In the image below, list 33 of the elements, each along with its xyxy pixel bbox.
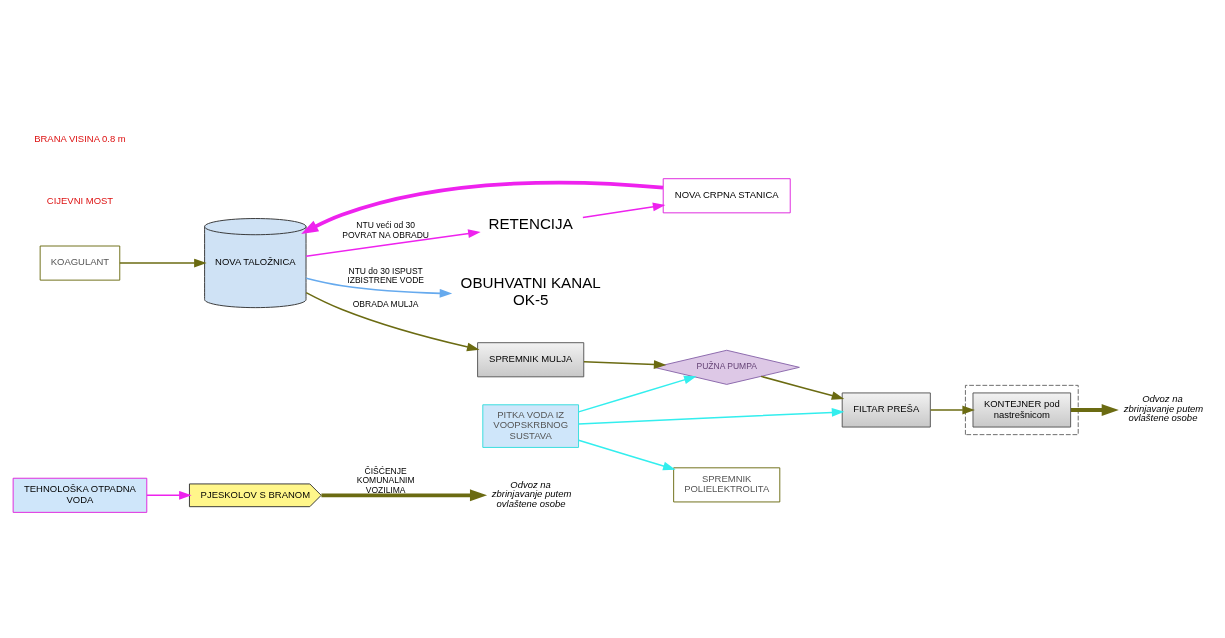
node-box: KONTEJNER pod nastrešnicom (972, 392, 1072, 428)
edge-label: NTU do 30 ISPUST IZBISTRENE VODE (347, 265, 424, 286)
arrow (577, 375, 697, 413)
node-text: RETENCIJA (488, 214, 573, 232)
arrow (146, 490, 192, 500)
node-box: SPREMNIK MULJA (477, 342, 585, 378)
arrow (321, 489, 488, 502)
node-box: KOAGULANT (39, 245, 121, 281)
arrow (583, 360, 667, 369)
edge-label: OBRADA MULJA (352, 298, 419, 309)
node-box: NOVA CRPNA STANICA (662, 178, 791, 214)
arrow (577, 439, 676, 471)
node-box: TEHNOLOŠKA OTPADNA VODA (12, 477, 148, 513)
node-box: FILTAR PREŠA (841, 392, 931, 428)
arrow (305, 277, 453, 298)
arrow (1070, 404, 1119, 416)
label: BRANA VISINA 0.8 m (34, 133, 126, 145)
arrow (577, 408, 845, 425)
node-text: Odvoz na zbrinjavanje putem ovlaštene osobe (1123, 393, 1204, 424)
arrow (760, 375, 845, 400)
node-box: PITKA VODA IZ VOOPSKRBNOG SUSTAVA (482, 404, 579, 448)
node-box: SPREMNIK POLIELEKTROLITA (673, 467, 781, 503)
arrow (301, 180, 664, 235)
edge-label: ČIŠĆENJE KOMUNALNIM VOZILIMA (356, 465, 415, 495)
arrow (305, 291, 480, 352)
arrow (582, 202, 666, 219)
arrow (305, 229, 481, 257)
arrow (929, 405, 975, 415)
edge-label: NTU veći od 30 POVRAT NA OBRADU (342, 220, 430, 240)
node-text: Odvoz na zbrinjavanje putem ovlaštene osobe (491, 478, 572, 509)
arrow (119, 258, 207, 268)
label: CIJEVNI MOST (46, 194, 114, 206)
node-text: OBUHVATNI KANAL OK-5 (460, 273, 601, 308)
